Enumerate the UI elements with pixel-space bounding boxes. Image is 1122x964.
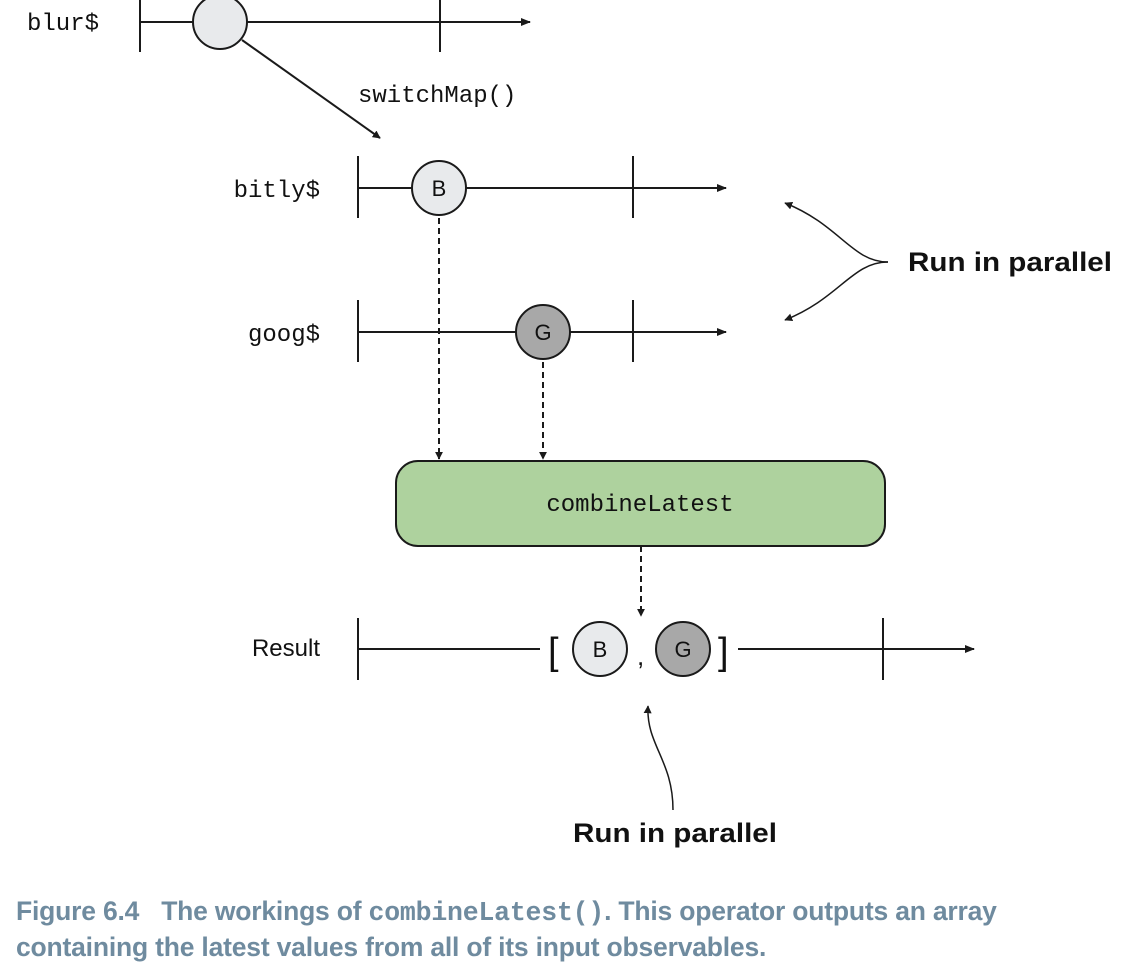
- result-stream-label: Result: [252, 635, 320, 662]
- goog-marble: [515, 304, 571, 360]
- parallel-label-bottom: Run in parallel: [573, 818, 777, 848]
- blur-timeline: blur$: [27, 0, 531, 52]
- goog-stream-label: goog$: [248, 322, 320, 349]
- caption-code: combineLatest(): [368, 898, 605, 928]
- goog-marble-value: G: [534, 320, 551, 345]
- figure-caption: Figure 6.4 The workings of combineLatest(…: [16, 894, 1116, 964]
- bitly-marble-value: B: [432, 176, 447, 201]
- parallel-label-top: Run in parallel: [908, 247, 1112, 277]
- combine-latest-label: combineLatest: [546, 492, 733, 519]
- result-comma: ,: [637, 641, 644, 671]
- blur-marble: [192, 0, 248, 50]
- result-open-bracket: [: [548, 631, 559, 673]
- bitly-stream-label: bitly$: [234, 178, 320, 205]
- result-marble-b-value: B: [593, 637, 608, 662]
- result-marble-b: [572, 621, 628, 677]
- parallel-curve-bottom: [643, 705, 674, 811]
- caption-label: Figure 6.4: [16, 896, 140, 926]
- result-marble-g: [655, 621, 711, 677]
- caption-text-before: The workings of: [161, 896, 369, 926]
- blur-stream-label: blur$: [27, 11, 99, 38]
- switchmap-arrow: [241, 39, 381, 139]
- result-timeline: Result [ B , G ]: [252, 618, 975, 680]
- result-marble-g-value: G: [674, 637, 691, 662]
- goog-timeline: goog$ G: [248, 300, 727, 362]
- switchmap-label: switchMap(): [358, 83, 516, 110]
- result-close-bracket: ]: [718, 631, 729, 673]
- parallel-curve-lower: [784, 261, 889, 322]
- caption-text-after: . This operator outputs an array contain…: [16, 896, 997, 962]
- parallel-curve-upper: [784, 201, 889, 263]
- bitly-timeline: bitly$ B: [234, 156, 727, 218]
- combine-latest-operator: combineLatest: [395, 460, 886, 547]
- bitly-marble: [411, 160, 467, 216]
